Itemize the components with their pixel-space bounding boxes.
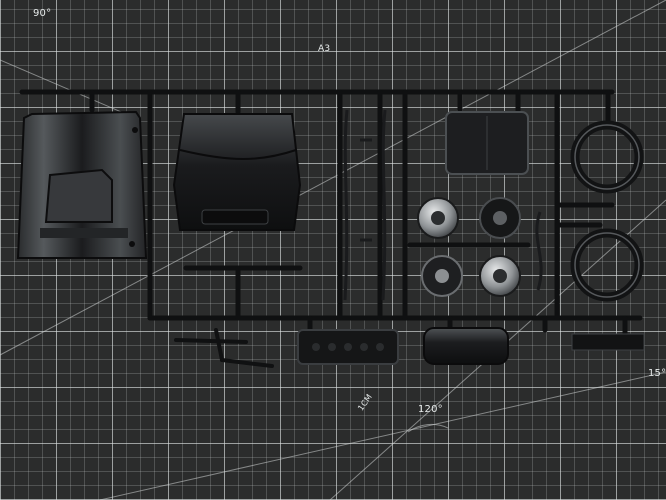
suspension-linkage <box>343 109 543 301</box>
cylinder-tank <box>423 327 509 365</box>
hood <box>16 110 148 259</box>
angle-120-label: 120° <box>418 404 443 415</box>
radiator <box>445 111 529 175</box>
angle-15-label: 15° <box>648 368 666 379</box>
wheels <box>417 197 521 297</box>
engine-block <box>297 329 399 365</box>
sprue-frame <box>19 89 643 338</box>
seat <box>172 113 302 231</box>
angle-90-label: 90° <box>33 8 52 19</box>
tires <box>570 120 644 302</box>
steering-linkage <box>174 328 274 368</box>
paper-size-label: A3 <box>318 44 331 54</box>
bracket <box>571 333 645 351</box>
